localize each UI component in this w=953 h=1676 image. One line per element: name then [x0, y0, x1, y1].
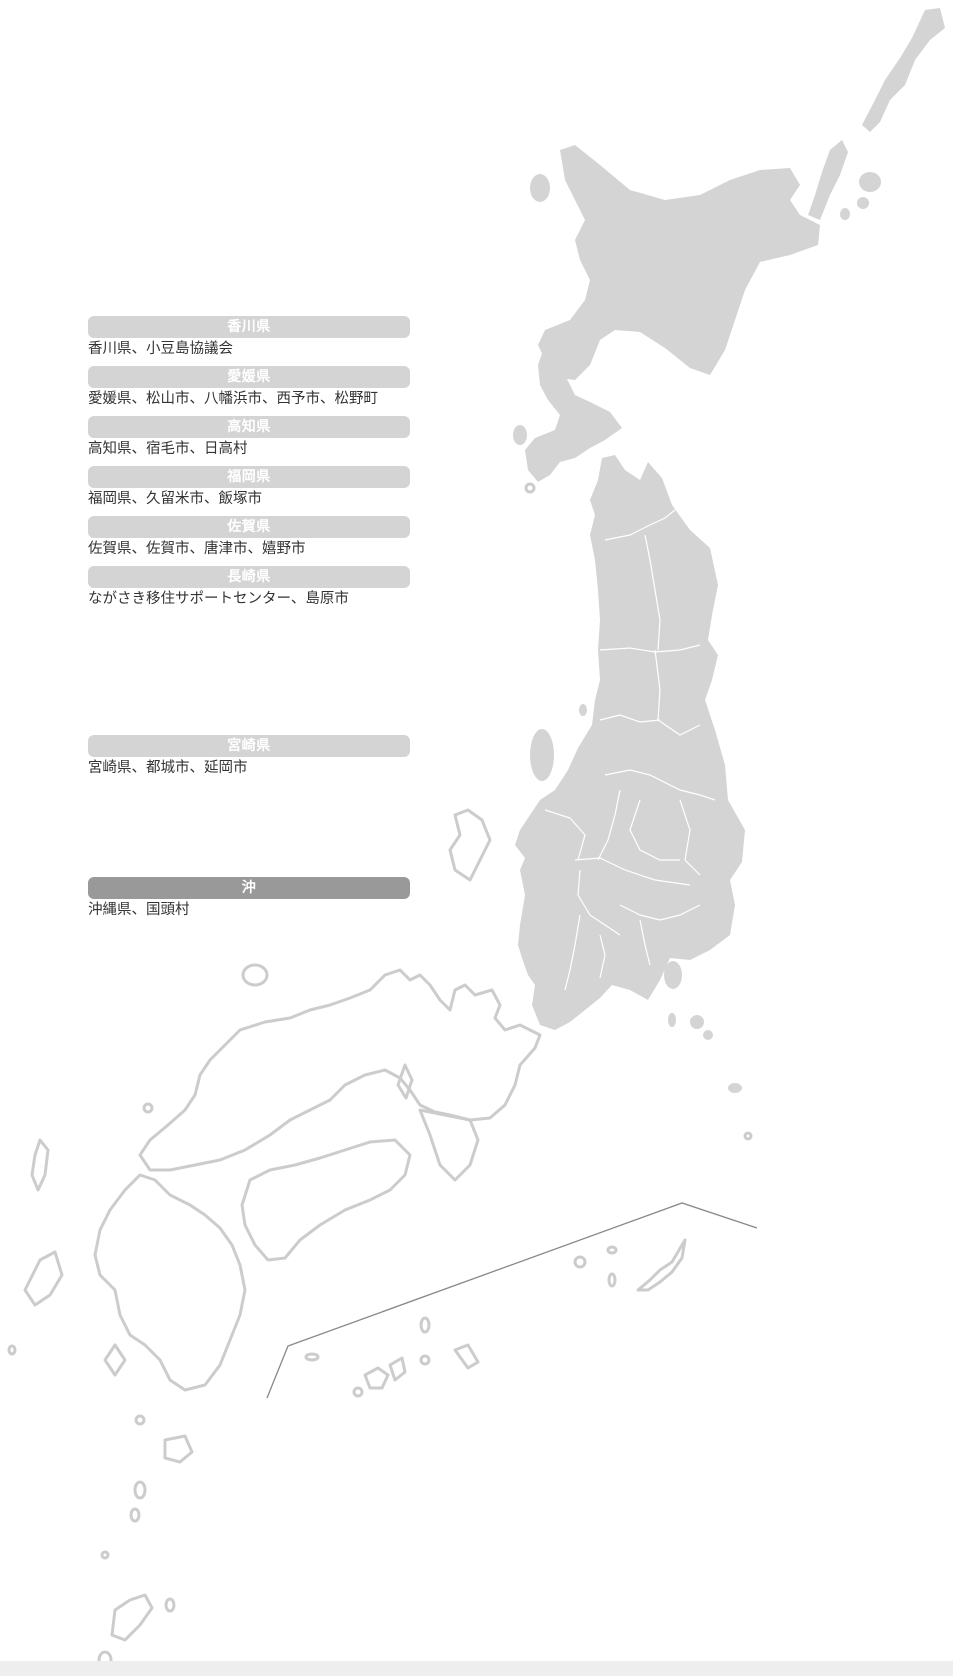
okinawa-islands-outline[interactable] [304, 1238, 687, 1398]
legend-items: 香川県、小豆島協議会 [88, 341, 233, 357]
prefecture-borders [544, 509, 716, 991]
legend-header[interactable]: 宮崎県 [88, 735, 410, 757]
honshu-west-outline[interactable] [138, 968, 542, 1172]
legend-saga[interactable]: 佐賀県 佐賀県、佐賀市、唐津市、嬉野市 [88, 516, 410, 559]
honshu-east-region[interactable] [515, 455, 745, 1093]
legend-header[interactable]: 高知県 [88, 416, 410, 438]
yakushima-outline[interactable] [163, 1434, 194, 1464]
noto-peninsula-outline[interactable] [448, 808, 492, 882]
legend-header[interactable]: 佐賀県 [88, 516, 410, 538]
iki-tsushima-outline[interactable] [30, 1138, 50, 1192]
legend-items: ながさき移住サポートセンター、島原市 [88, 591, 349, 607]
inset-border [266, 1202, 758, 1399]
hokkaido-oshima-peninsula[interactable] [525, 345, 622, 482]
hokkaido-main[interactable] [538, 145, 820, 380]
legend-header[interactable]: 沖 [88, 877, 410, 899]
legend-okinawa[interactable]: 沖 沖縄県、国頭村 [88, 877, 410, 920]
shiretoko-kunashiri[interactable] [808, 140, 848, 220]
hokkaido-region[interactable] [513, 8, 945, 482]
western-japan-outline[interactable] [7, 482, 753, 1670]
legend-miyazaki[interactable]: 宮崎県 宮崎県、都城市、延岡市 [88, 735, 410, 778]
etorofu-island[interactable] [862, 8, 945, 132]
legend-header[interactable]: 香川県 [88, 316, 410, 338]
okinawa-inset[interactable] [266, 1202, 758, 1399]
tohoku-kanto-landmass[interactable] [515, 455, 745, 1030]
legend-kochi[interactable]: 高知県 高知県、宿毛市、日高村 [88, 416, 410, 459]
goto-islands-outline[interactable] [23, 1250, 64, 1307]
awaji-island-outline[interactable] [396, 1063, 414, 1100]
kagoshima-islands-outline[interactable] [103, 1343, 127, 1377]
legend-ehime[interactable]: 愛媛県 愛媛県、松山市、八幡浜市、西予市、松野町 [88, 366, 410, 409]
legend-items: 沖縄県、国頭村 [88, 902, 190, 918]
legend-items: 高知県、宿毛市、日高村 [88, 441, 248, 457]
kii-peninsula-outline[interactable] [418, 1108, 480, 1182]
legend-header[interactable]: 長崎県 [88, 566, 410, 588]
amami-outline[interactable] [110, 1593, 154, 1642]
legend-fukuoka[interactable]: 福岡県 福岡県、久留米市、飯塚市 [88, 466, 410, 509]
legend-items: 宮崎県、都城市、延岡市 [88, 760, 248, 776]
legend-header[interactable]: 愛媛県 [88, 366, 410, 388]
legend-items: 福岡県、久留米市、飯塚市 [88, 491, 262, 507]
legend-items: 愛媛県、松山市、八幡浜市、西予市、松野町 [88, 391, 378, 407]
kyushu-outline[interactable] [93, 1173, 247, 1392]
shikoku-outline[interactable] [240, 1138, 412, 1262]
legend-header[interactable]: 福岡県 [88, 466, 410, 488]
legend-items: 佐賀県、佐賀市、唐津市、嬉野市 [88, 541, 306, 557]
footer-bar [0, 1661, 953, 1676]
legend-nagasaki[interactable]: 長崎県 ながさき移住サポートセンター、島原市 [88, 566, 410, 609]
okinawa-main-island[interactable] [636, 1238, 687, 1292]
legend-kagawa[interactable]: 香川県 香川県、小豆島協議会 [88, 316, 410, 359]
